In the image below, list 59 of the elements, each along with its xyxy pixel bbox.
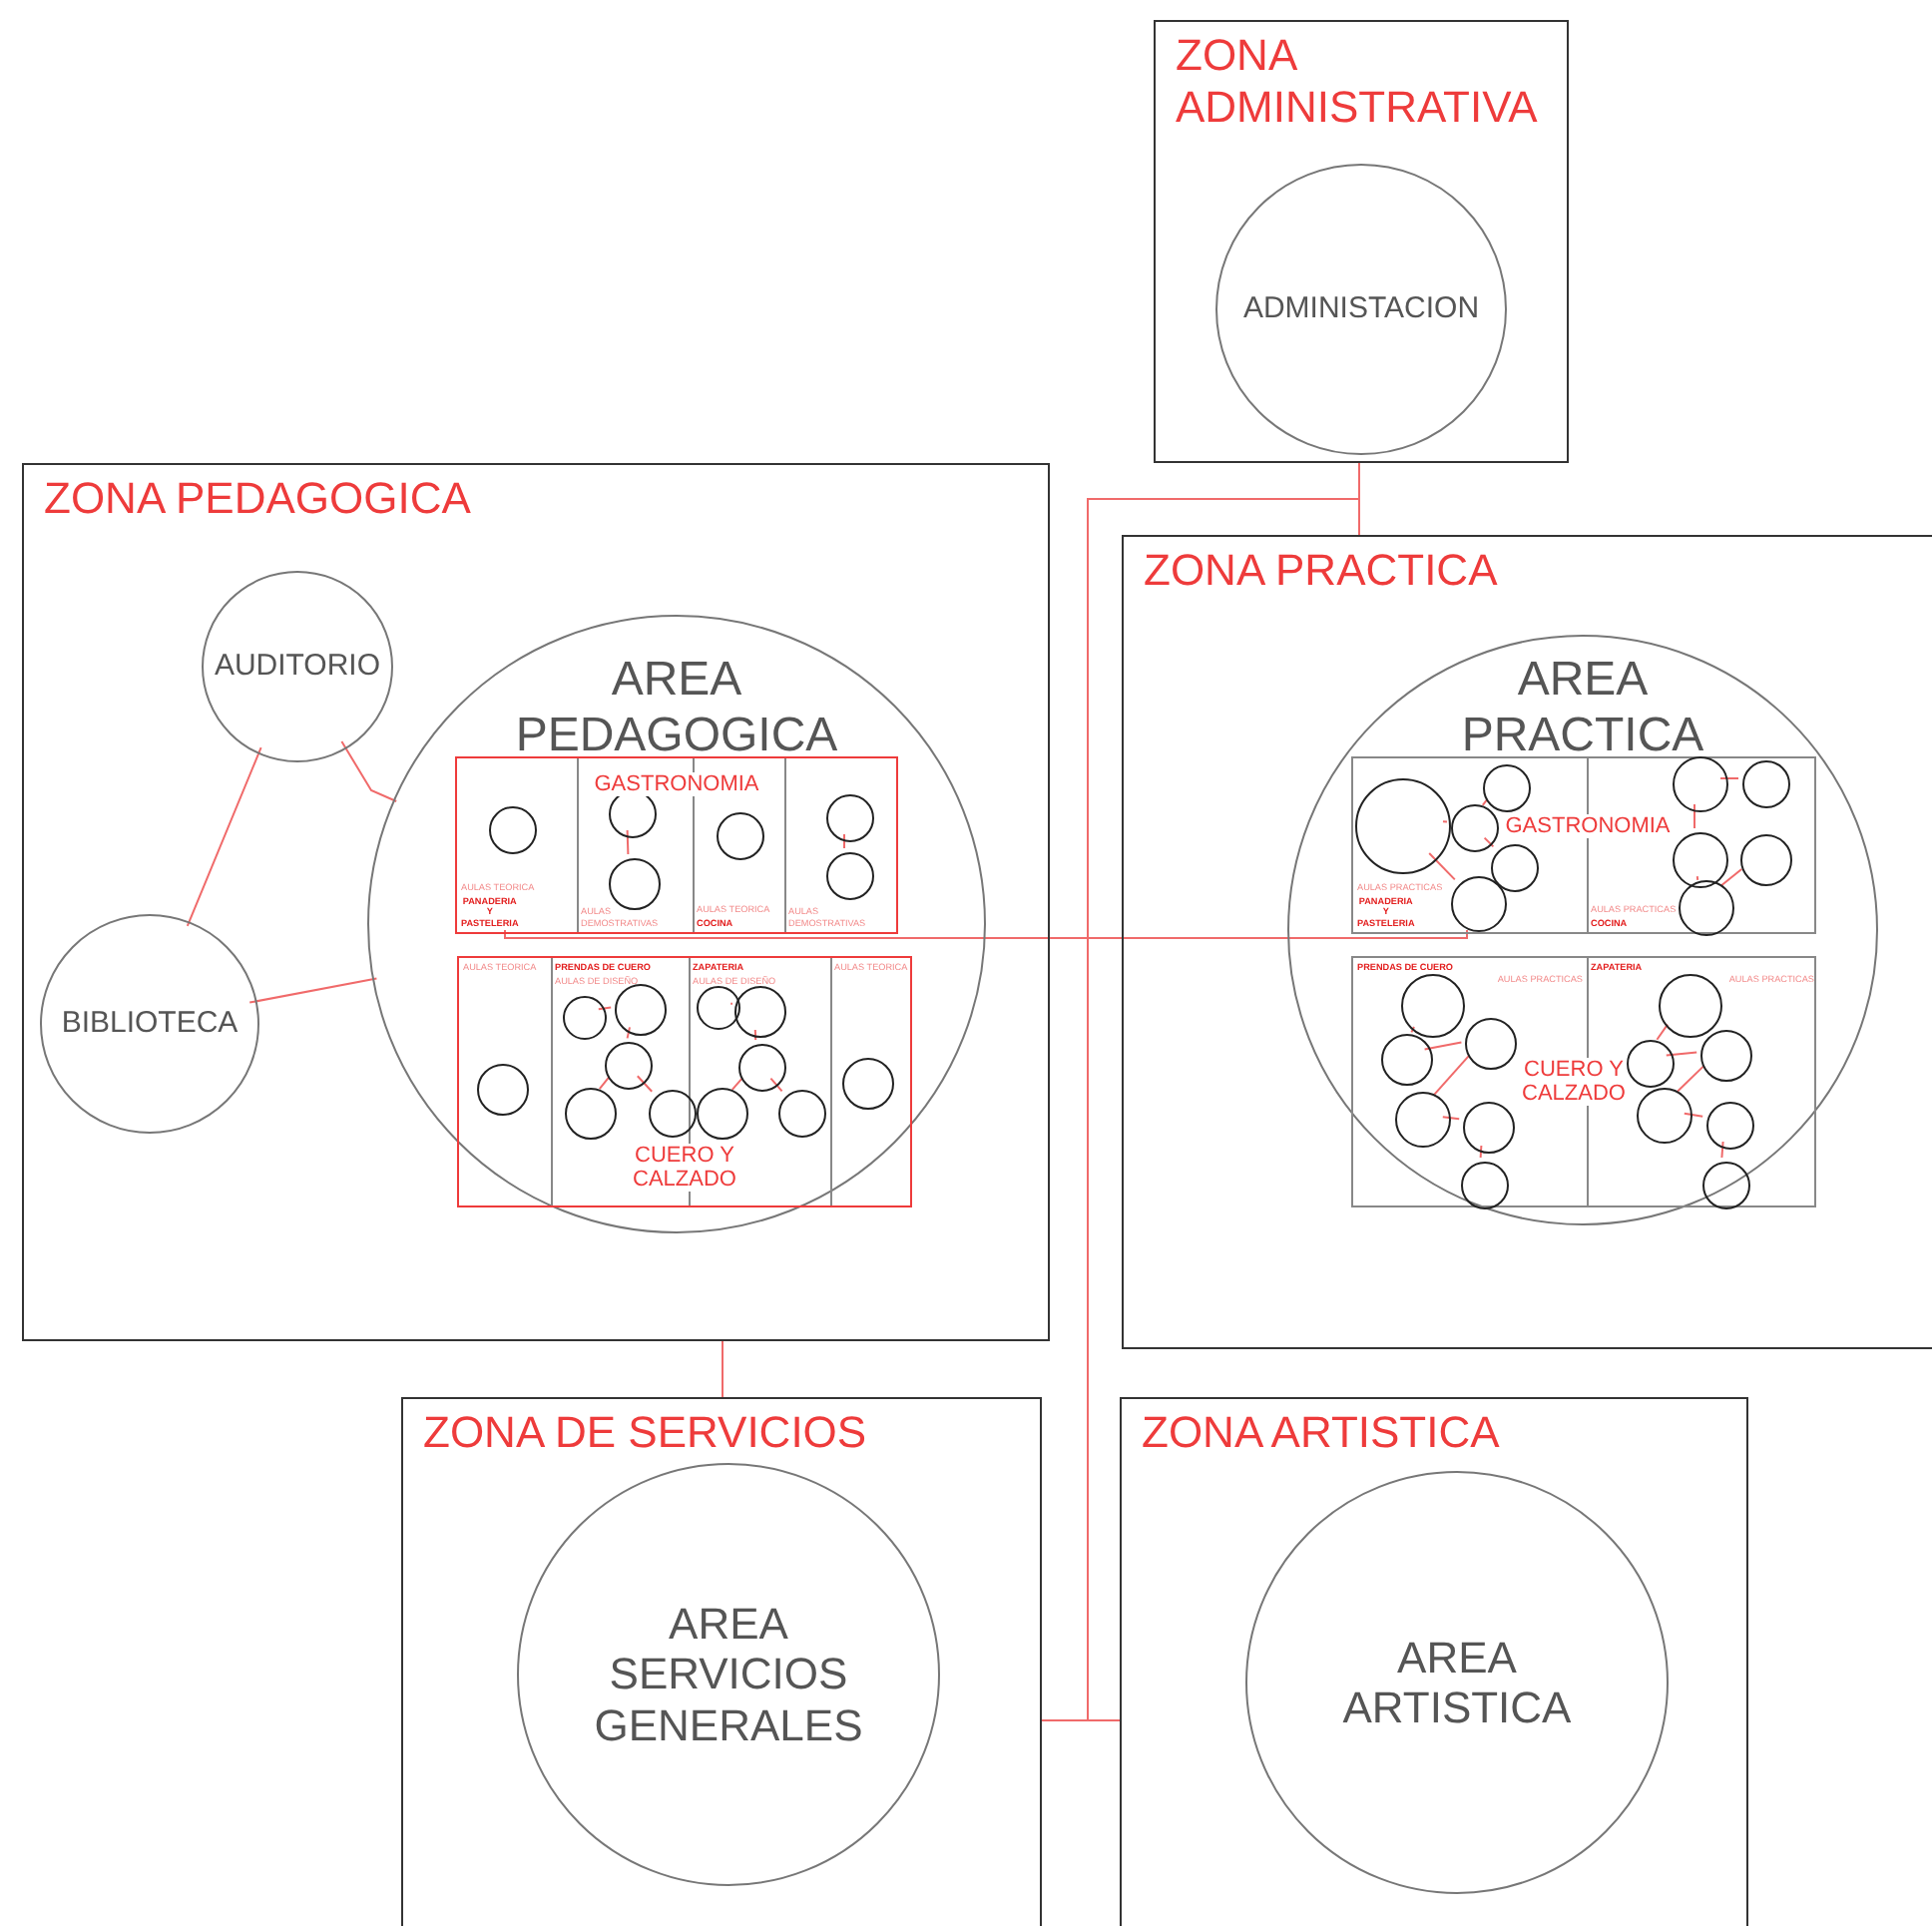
connector-line [340,740,398,802]
zone-box [1122,535,1932,1349]
zone-title: ZONA PRACTICA [1144,545,1500,597]
zone-box [22,463,1050,1341]
connector-line [248,977,378,1004]
connector-line [1442,820,1448,823]
connector-line [730,1077,743,1091]
area-label: AREA ARTISTICA [1342,1632,1572,1733]
zone-title: ZONA ARTISTICA [1142,1407,1502,1459]
connector-line [1423,1041,1463,1051]
connector-line [1041,1719,1121,1721]
classroom-grid [455,756,898,934]
connector-line [1695,875,1699,881]
connector-line [504,929,1468,939]
area-label: AREA PRACTICA [1461,653,1704,763]
connector-line [1441,1116,1461,1121]
area-label: BIBLIOTECA [61,1006,239,1042]
grid-title: GASTRONOMIA [592,772,761,797]
area-label: AUDITORIO [214,649,381,685]
connector-line [1665,1051,1698,1057]
connector-line [597,1006,613,1011]
grid-title: GASTRONOMIA [1503,814,1673,839]
grid-title: CUERO Y CALZADO [1520,1058,1628,1107]
connector-line [769,1077,783,1093]
area-label: AREA PEDAGOGICA [515,653,838,763]
connector-line [1719,868,1743,887]
area-label: ADMINISTACION [1242,291,1480,327]
connector-line [598,1076,611,1091]
zone-title: ZONA PEDAGOGICA [44,473,473,525]
connector-line [1428,852,1456,881]
connector-line [1676,1065,1704,1093]
connector-line [1410,1026,1415,1034]
connector-line [1720,1141,1724,1159]
connector-line [1087,462,1360,1721]
classroom-grid [1351,756,1816,934]
connector-line [753,1029,757,1041]
classroom-grid [1351,956,1816,1207]
connector-line [1683,1112,1704,1118]
connector-line [1479,1145,1483,1159]
grid-title: CUERO Y CALZADO [631,1144,738,1193]
connector-line [1719,777,1739,779]
connector-line [186,746,262,927]
zone-box [401,1397,1042,1926]
connector-line [1693,803,1695,829]
zone-box [1120,1397,1748,1926]
connector-line [843,833,845,849]
connector-line [1433,1054,1470,1096]
connector-line [722,1340,724,1398]
connector-line [636,1075,654,1093]
connector-line [1483,836,1495,848]
connector-line [1656,1023,1669,1041]
connector-line [626,829,630,855]
connector-line [1481,798,1489,806]
area-label: AREA SERVICIOS GENERALES [594,1599,863,1750]
zone-title: ZONA ADMINISTRATIVA [1176,30,1540,134]
zone-title: ZONA DE SERVICIOS [423,1407,869,1459]
connector-line [626,1026,631,1040]
zone-box [1154,20,1569,463]
classroom-grid [457,956,912,1207]
